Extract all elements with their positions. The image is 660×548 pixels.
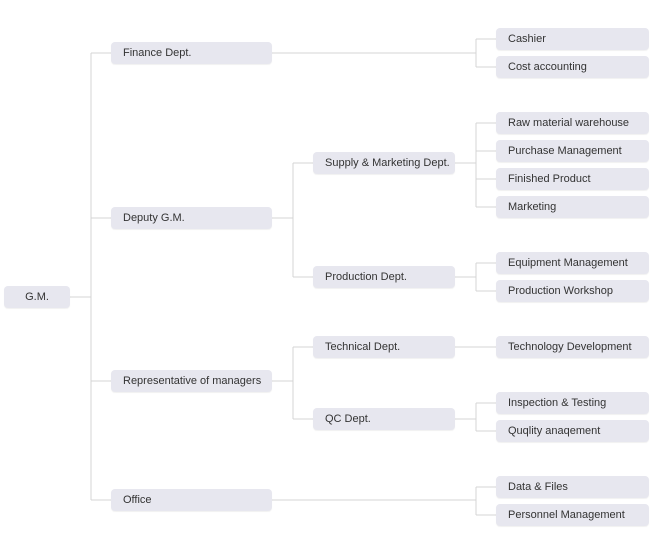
- node-personnel-management: Personnel Management: [496, 504, 649, 526]
- node-technology-development: Technology Development: [496, 336, 649, 358]
- node-technical-dept: Technical Dept.: [313, 336, 455, 358]
- node-marketing: Marketing: [496, 196, 649, 218]
- node-gm: G.M.: [4, 286, 70, 308]
- node-office: Office: [111, 489, 272, 511]
- node-finished-product: Finished Product: [496, 168, 649, 190]
- node-qc-dept: QC Dept.: [313, 408, 455, 430]
- node-production-dept: Production Dept.: [313, 266, 455, 288]
- node-inspection-testing: Inspection & Testing: [496, 392, 649, 414]
- node-quality-management: Quqlity anaqement: [496, 420, 649, 442]
- node-representative-of-managers: Representative of managers: [111, 370, 272, 392]
- node-equipment-management: Equipment Management: [496, 252, 649, 274]
- node-finance-dept: Finance Dept.: [111, 42, 272, 64]
- node-supply-marketing-dept: Supply & Marketing Dept.: [313, 152, 455, 174]
- node-raw-material-warehouse: Raw material warehouse: [496, 112, 649, 134]
- node-deputy-gm: Deputy G.M.: [111, 207, 272, 229]
- node-production-workshop: Production Workshop: [496, 280, 649, 302]
- node-cost-accounting: Cost accounting: [496, 56, 649, 78]
- node-purchase-management: Purchase Management: [496, 140, 649, 162]
- node-data-files: Data & Files: [496, 476, 649, 498]
- node-cashier: Cashier: [496, 28, 649, 50]
